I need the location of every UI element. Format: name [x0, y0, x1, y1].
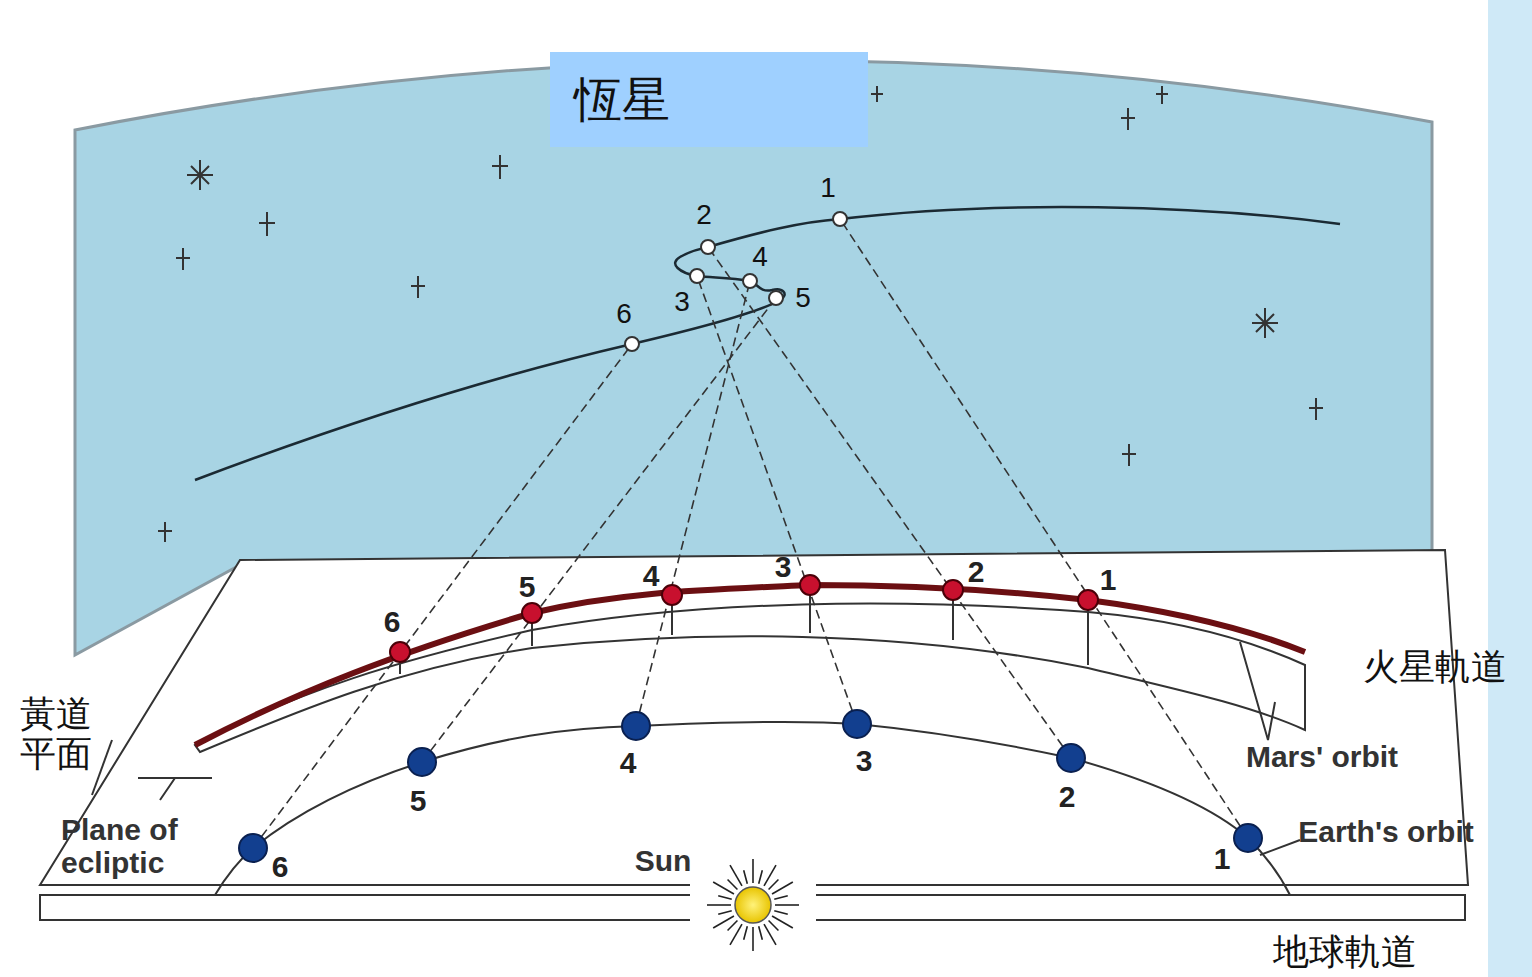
sun-ray	[759, 926, 763, 940]
leader-lines	[92, 642, 1300, 855]
callout-number: 1	[1214, 842, 1231, 875]
sun-ray	[713, 916, 734, 928]
sight-lines	[253, 219, 1248, 848]
sun-ray	[774, 911, 788, 915]
sun-ray	[764, 924, 776, 945]
callout-number: 2	[696, 200, 712, 231]
sun-ray	[775, 904, 799, 906]
earth-orbit	[215, 722, 1290, 895]
stars	[158, 86, 1323, 542]
mars-orbit	[195, 585, 1305, 745]
sun-ray	[718, 911, 732, 915]
callout-number: 2	[968, 555, 985, 588]
plane-label: Plane of ecliptic	[61, 813, 201, 879]
sun-ray	[769, 921, 779, 931]
sky-dots	[625, 212, 847, 351]
earth-dots	[239, 710, 1262, 862]
orbit-label: 地球軌道	[1273, 932, 1417, 972]
mars-orbit-wall	[195, 604, 1305, 752]
callout-number: 1	[1100, 563, 1117, 596]
page-frame	[1488, 0, 1532, 977]
sun-ray	[728, 921, 738, 931]
orbit-label: Mars' orbit	[1246, 740, 1398, 773]
callout-number: 5	[519, 570, 536, 603]
mars-dots	[390, 575, 1098, 662]
mars-sky-path	[195, 207, 1340, 480]
label-box: 恆星	[550, 52, 868, 147]
box-title: 恆星	[574, 68, 670, 132]
callout-number: 6	[384, 605, 401, 638]
callout-number: 6	[616, 299, 632, 330]
callout-number: 6	[272, 850, 289, 883]
sun-ray	[730, 865, 742, 886]
sun-label: Sun	[635, 844, 692, 877]
callout-number: 5	[795, 283, 811, 314]
callout-number: 5	[410, 784, 427, 817]
sun-ray	[744, 926, 748, 940]
sun-ray	[759, 870, 763, 884]
callout-number: 3	[674, 287, 690, 318]
sun-ray	[744, 870, 748, 884]
sun-ray	[718, 896, 732, 900]
sun-ray	[752, 927, 754, 951]
callout-number: 1	[820, 173, 836, 204]
sun-ray	[774, 896, 788, 900]
callout-number: 3	[856, 744, 873, 777]
orbit-label: 火星軌道	[1363, 647, 1507, 687]
sun-ray	[728, 880, 738, 890]
orbit-posts	[400, 585, 1088, 674]
callout-number: 4	[752, 242, 768, 273]
callout-number: 3	[775, 550, 792, 583]
sun-ray	[769, 880, 779, 890]
callout-number: 4	[620, 746, 637, 779]
sun-ray	[752, 859, 754, 883]
plane-label: 黃道 平面	[20, 694, 104, 773]
callout-number: 2	[1059, 780, 1076, 813]
sun	[690, 859, 816, 951]
sun-ray	[707, 904, 731, 906]
ecliptic-plane	[40, 550, 1468, 885]
orbit-label: Earth's orbit	[1298, 815, 1474, 848]
callout-number: 4	[643, 559, 660, 592]
sun-ray	[772, 882, 793, 894]
